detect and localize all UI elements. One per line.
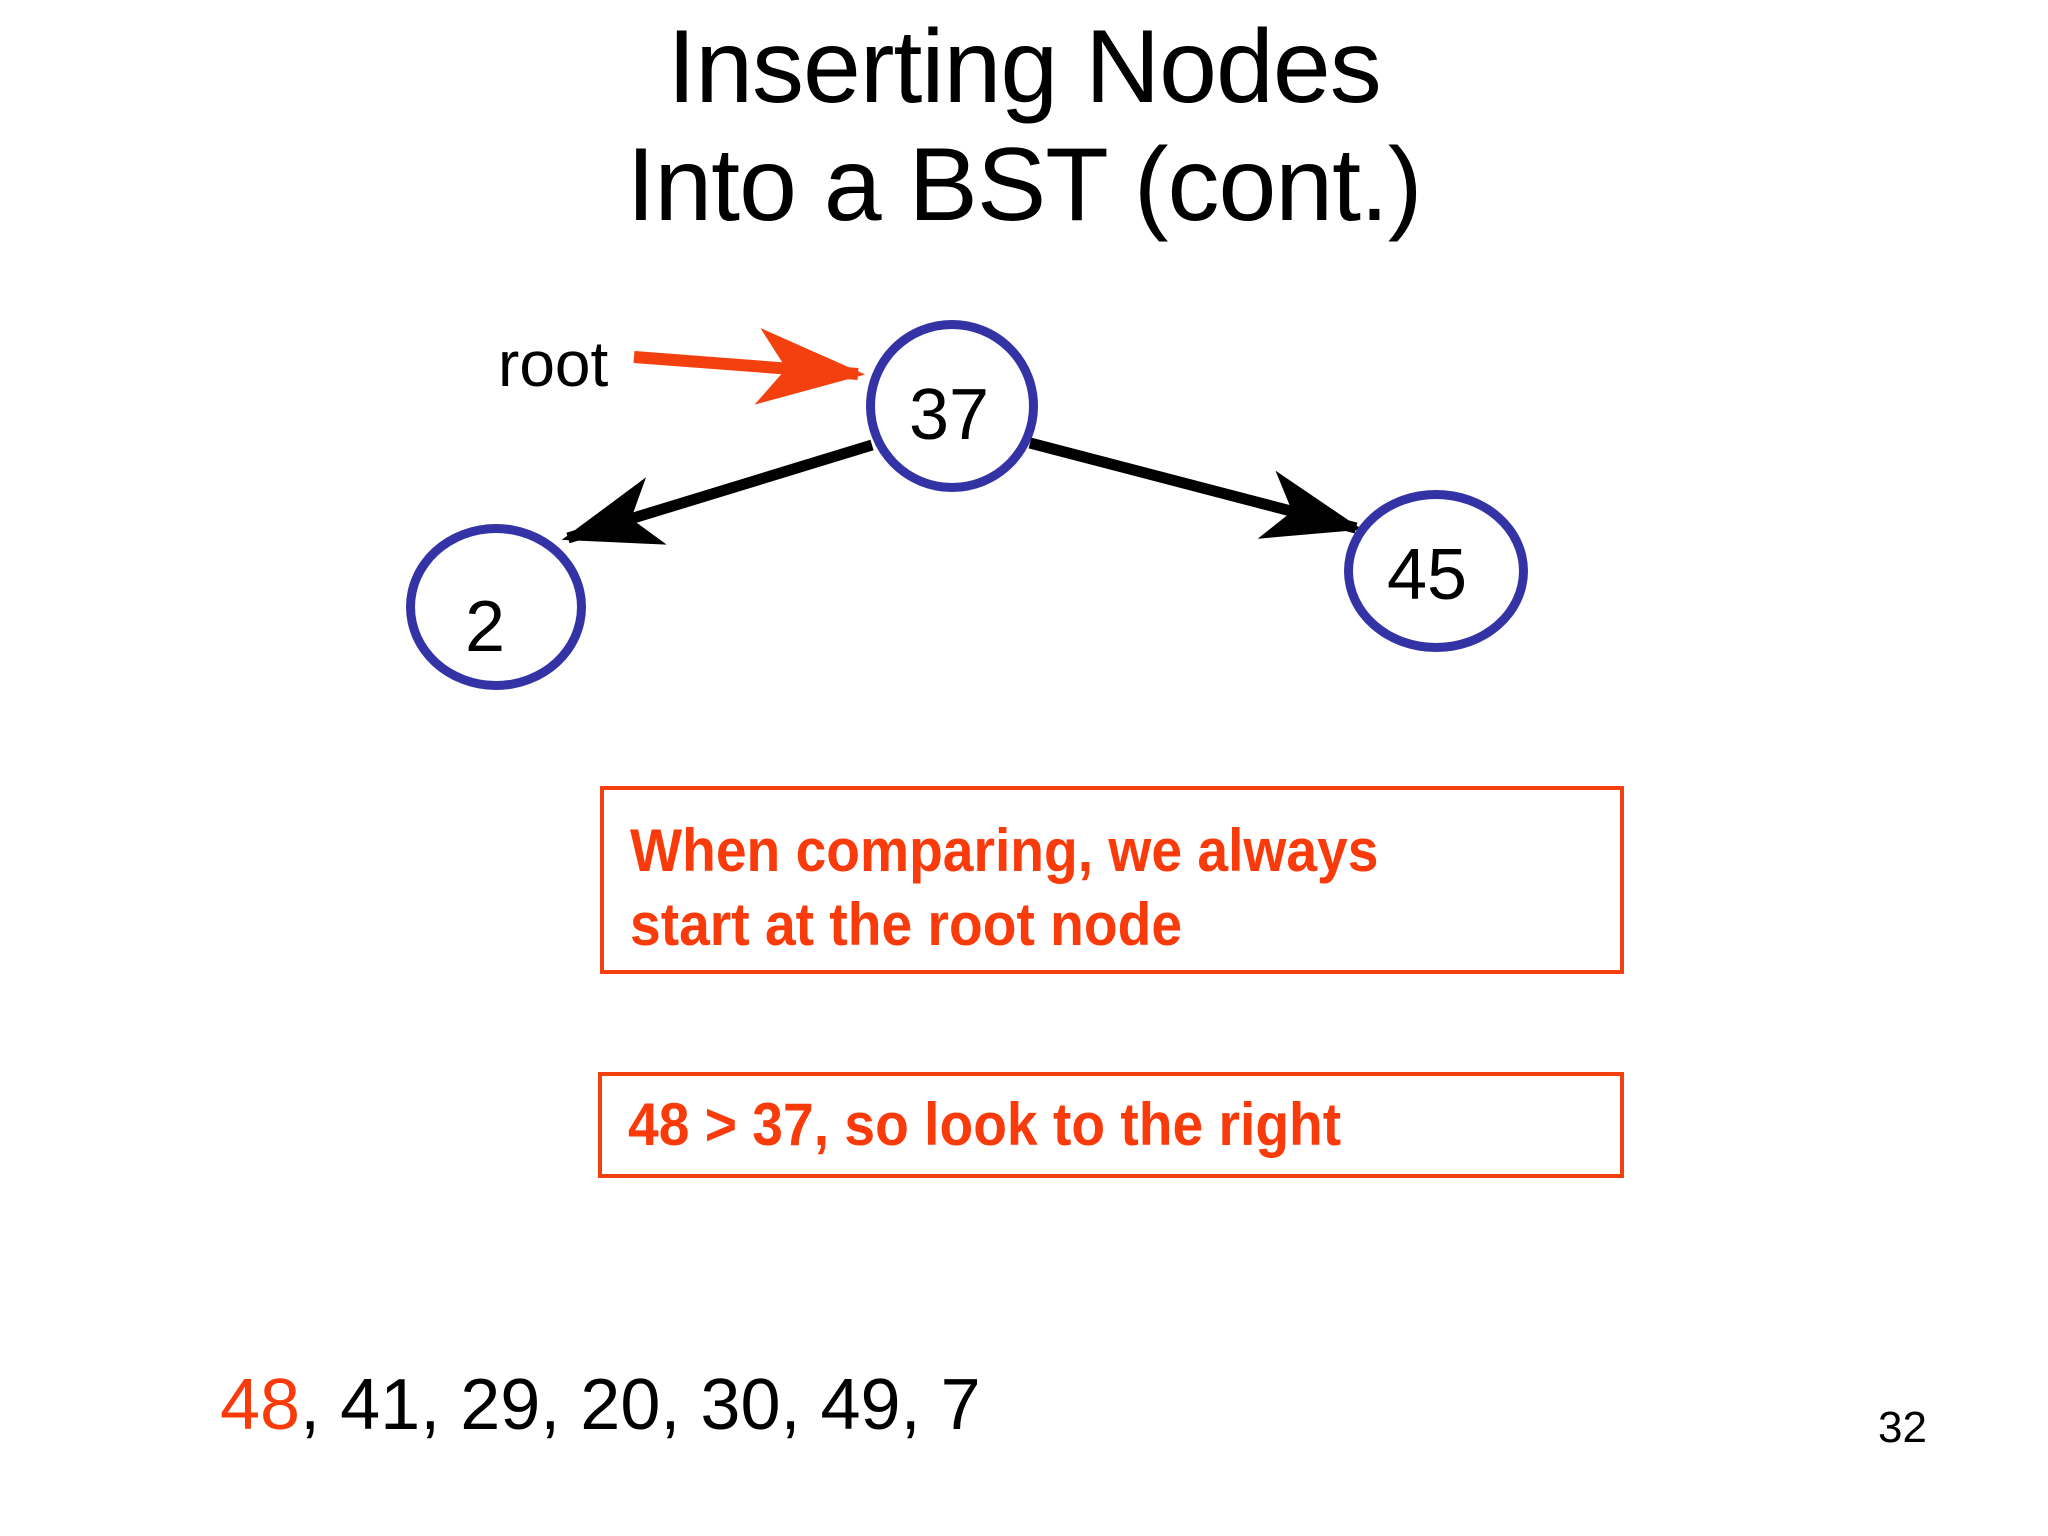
callout-1-line-1: When comparing, we always xyxy=(630,817,1379,884)
insert-sequence: 48, 41, 29, 20, 30, 49, 7 xyxy=(140,1285,981,1525)
callout-2-line-1: 48 > 37, so look to the right xyxy=(628,1091,1342,1158)
title-line-1: Inserting Nodes xyxy=(667,9,1381,125)
page-title: Inserting Nodes Into a BST (cont.) xyxy=(0,8,2048,244)
bst-node-left-child[interactable]: 2 xyxy=(406,524,586,690)
root-pointer-arrow-icon xyxy=(633,328,866,405)
root-pointer-label: root xyxy=(498,328,609,400)
edge-root-to-left xyxy=(561,439,874,545)
callout-1-line-2: start at the root node xyxy=(630,891,1183,958)
insert-sequence-current-value: 48 xyxy=(220,1365,301,1445)
edge-root-to-right xyxy=(1028,437,1363,539)
insert-sequence-remaining-values: , 41, 29, 20, 30, 49, 7 xyxy=(300,1365,981,1445)
title-line-2: Into a BST (cont.) xyxy=(626,127,1422,243)
bst-node-right-child[interactable]: 45 xyxy=(1344,490,1528,652)
bst-node-root[interactable]: 37 xyxy=(866,320,1038,492)
callout-box-comparison-rule: When comparing, we always start at the r… xyxy=(600,786,1624,974)
bst-node-right-child-value: 45 xyxy=(1387,535,1468,615)
callout-box-comparison-result: 48 > 37, so look to the right xyxy=(598,1072,1624,1178)
page-number: 32 xyxy=(1878,1403,1927,1452)
bst-node-root-value: 37 xyxy=(909,375,990,455)
bst-node-left-child-value: 2 xyxy=(465,587,506,667)
